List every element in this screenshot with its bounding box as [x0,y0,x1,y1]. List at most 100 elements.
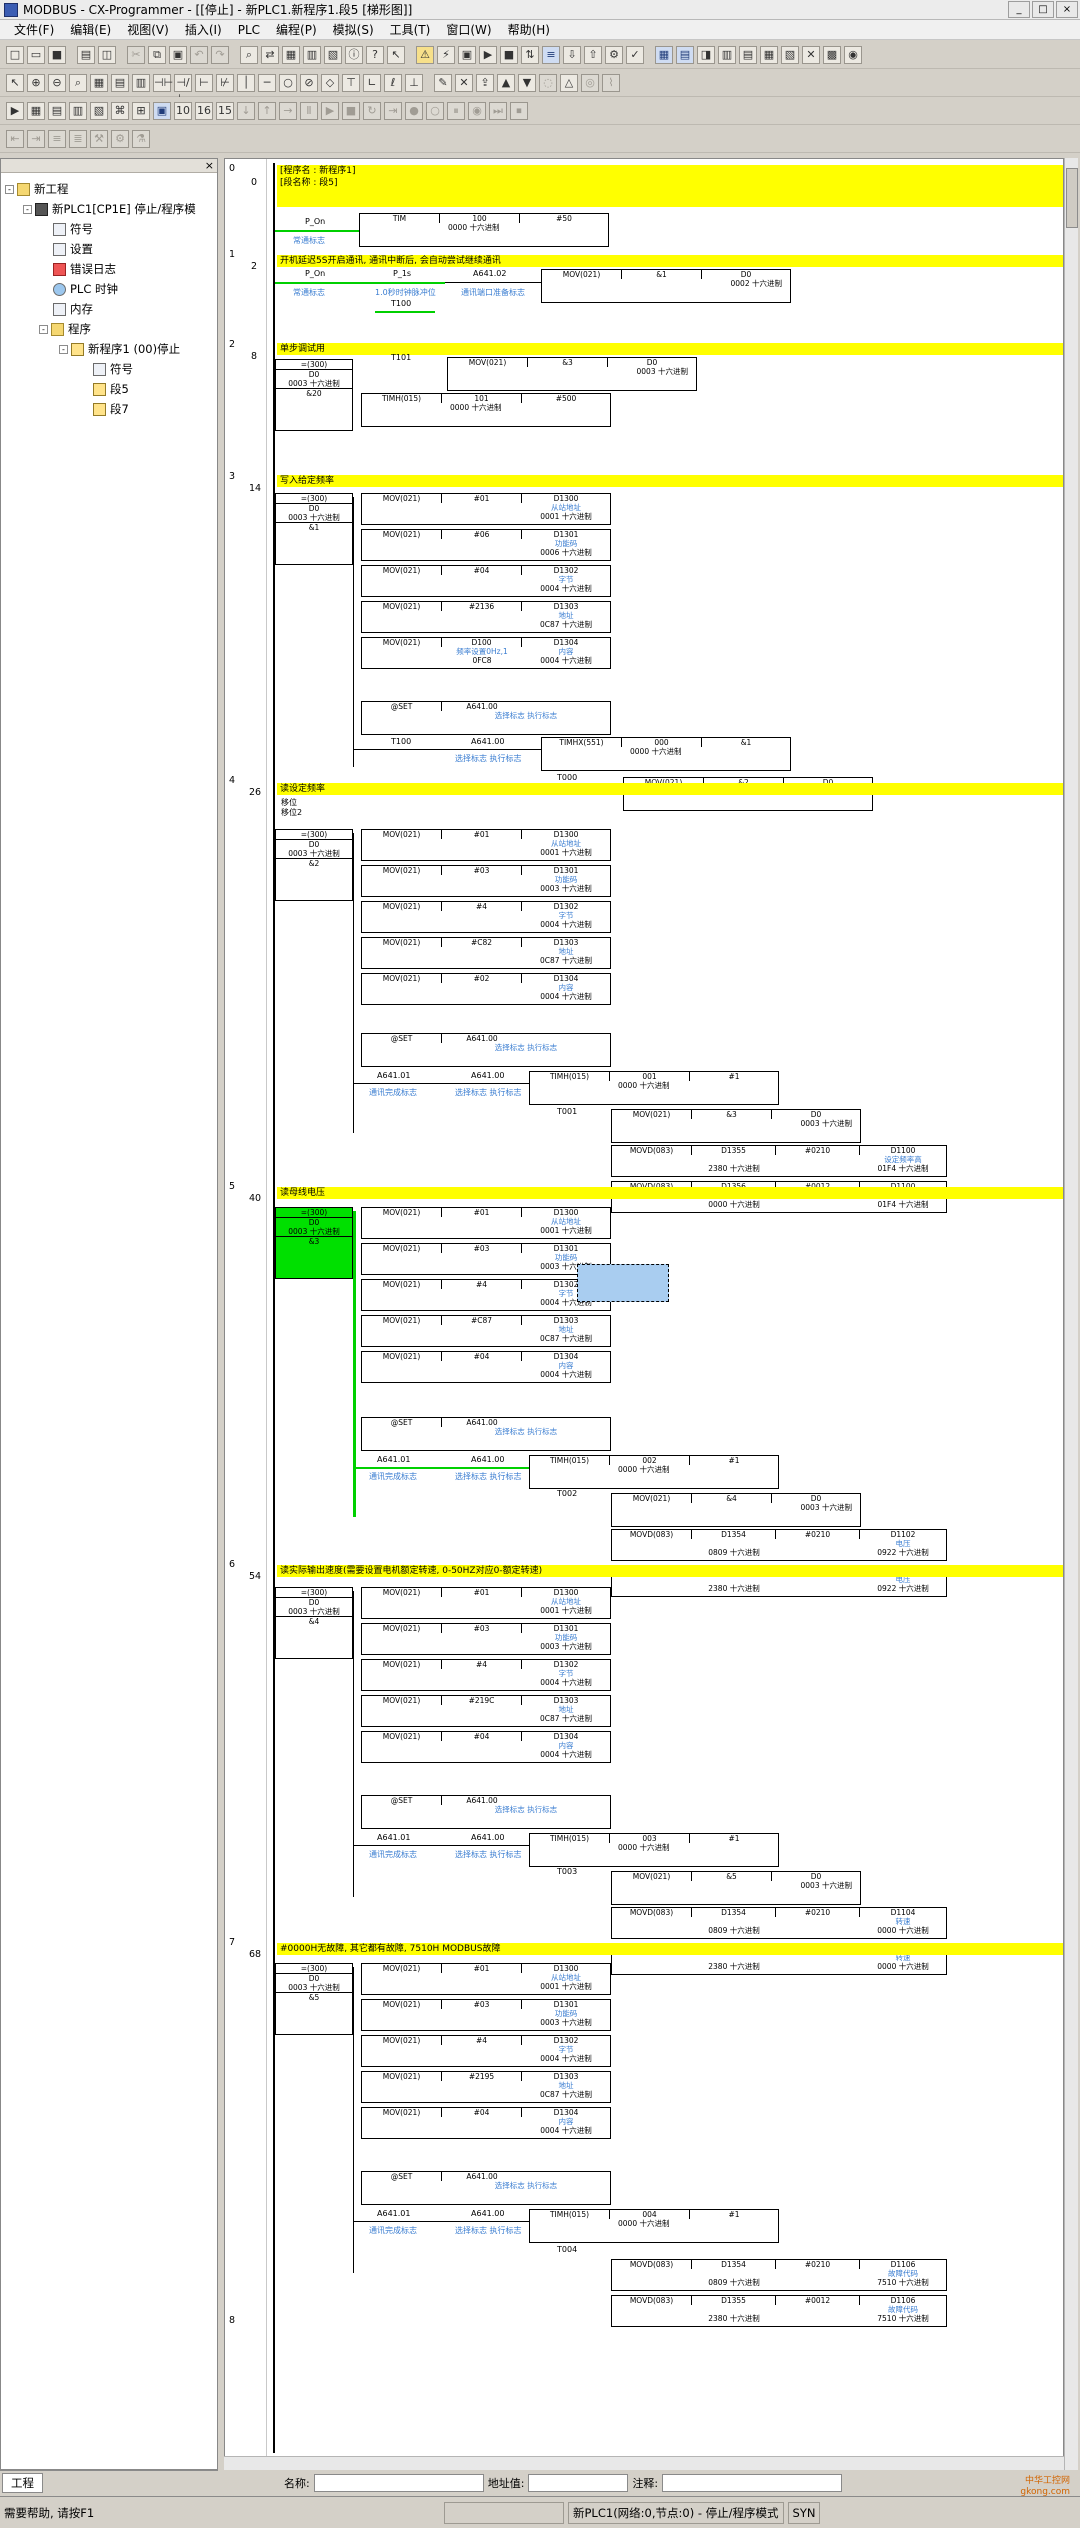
split-view-icon[interactable]: ◨ [697,45,715,64]
horizontal-line-icon[interactable]: ─ [258,73,276,92]
context-help-icon[interactable]: ↖ [387,45,405,64]
sim-table-icon[interactable]: ▧ [90,101,108,120]
timh-instruction[interactable]: TIMH(015)003#1 0000 十六进制 [529,1833,779,1867]
new-file-icon[interactable]: □ [6,45,24,64]
clear-breakpoints-icon[interactable]: ○ [426,101,444,120]
cancel-edit-icon[interactable]: ✕ [455,73,473,92]
rung-comment[interactable]: 开机延迟5S开启通讯, 通讯中断后, 会自动尝试继续通讯 [277,255,1063,267]
show-comment-icon[interactable]: ▤ [111,73,129,92]
sim-end-icon[interactable]: ⏹ [510,101,528,120]
tree-program1[interactable]: -新程序1 (00)停止 [59,339,180,359]
tree-root[interactable]: -新工程 [5,179,69,199]
copy-icon[interactable]: ⧉ [148,45,166,64]
minimize-button[interactable]: _ [1008,1,1030,18]
cut-icon[interactable]: ✂ [127,45,145,64]
extra-6-icon[interactable]: ⚙ [111,129,129,148]
sim-grid-icon[interactable]: ▦ [27,101,45,120]
contact-nc-icon[interactable]: ⊣/⊢ [174,73,192,105]
menu-edit[interactable]: 编辑(E) [70,22,112,37]
replace-icon[interactable]: ⇄ [261,45,279,64]
horizontal-scrollbar[interactable] [224,2456,1064,2470]
online-icon[interactable]: ⚡ [437,45,455,64]
timh-instruction[interactable]: TIMH(015)001#1 0000 十六进制 [529,1071,779,1105]
name-field[interactable] [313,2474,484,2492]
redo-icon[interactable]: ↷ [211,45,229,64]
menu-file[interactable]: 文件(F) [14,22,55,37]
memory-icon[interactable]: ▩ [823,45,841,64]
sim-skip-icon[interactable]: ⏭ [489,101,507,120]
tree-program-symbols[interactable]: 符号 [93,359,133,379]
sim-diag-icon[interactable]: ⊞ [132,101,150,120]
scrollbar-thumb[interactable] [1066,168,1078,228]
rung-comment[interactable]: 读母线电压 [277,1187,1063,1199]
force-cancel-icon[interactable]: ◌ [539,73,557,92]
coil-nc-icon[interactable]: ⊘ [300,73,318,92]
sim-icon[interactable]: ◉ [844,45,862,64]
io-comment-icon[interactable]: ▧ [781,45,799,64]
instruction-icon[interactable]: ◇ [321,73,339,92]
rung-comment-icon[interactable]: ▥ [132,73,150,92]
print-preview-icon[interactable]: ◫ [98,45,116,64]
rung-comment[interactable]: 单步调试用 [277,343,1063,355]
contact-no-icon[interactable]: ⊣⊢ [153,73,173,92]
step-over-icon[interactable]: → [279,101,297,120]
compile-all-icon[interactable]: ✓ [626,45,644,64]
undo-icon[interactable]: ↶ [190,45,208,64]
rung-comment[interactable]: 读设定频率 [277,783,1063,795]
scan-icon[interactable]: ⇥ [384,101,402,120]
timhx-instruction[interactable]: TIMHX(551)000&1 0000 十六进制 [541,737,791,771]
sim-monitor-icon[interactable]: ▣ [153,101,171,120]
number-16-icon[interactable]: 16 [195,101,213,120]
select-mode-icon[interactable]: ↖ [6,73,24,92]
coil-icon[interactable]: ○ [279,73,297,92]
online-edit-icon[interactable]: ✎ [434,73,452,92]
print-icon[interactable]: ▤ [77,45,95,64]
ladder-diagram[interactable]: 0 0 1 2 2 8 3 14 4 26 5 40 6 54 7 68 8 [… [224,158,1064,2470]
watch-window-icon[interactable]: ▧ [324,45,342,64]
pt-inst-icon[interactable]: ⊥ [405,73,423,92]
force-on-icon[interactable]: ▲ [497,73,515,92]
output-window-icon[interactable]: ▥ [303,45,321,64]
timh-instruction[interactable]: TIMH(015)101#500 0000 十六进制 [361,393,611,427]
step-out-icon[interactable]: ↑ [258,101,276,120]
differential-icon[interactable]: △ [560,73,578,92]
tree-plc[interactable]: -新PLC1[CP1E] 停止/程序模 [23,199,196,219]
pt-coil-icon[interactable]: ℓ [384,73,402,92]
collapse-icon[interactable]: - [59,344,68,354]
ladder-view-icon[interactable]: ▤ [739,45,757,64]
extra-4-icon[interactable]: ≣ [69,129,87,148]
window-tile-icon[interactable]: ▦ [655,45,673,64]
extra-5-icon[interactable]: ⚒ [90,129,108,148]
open-folder-icon[interactable]: ▭ [27,45,45,64]
reset-icon[interactable]: ↻ [363,101,381,120]
monitor-icon[interactable]: ▣ [458,45,476,64]
sim-watch-icon[interactable]: ⌘ [111,101,129,120]
resume-icon[interactable]: ▶ [321,101,339,120]
compare-icon[interactable]: ≡ [542,45,560,64]
tree-symbols[interactable]: 符号 [53,219,93,239]
maximize-button[interactable]: □ [1032,1,1054,18]
address-field[interactable] [528,2474,629,2492]
